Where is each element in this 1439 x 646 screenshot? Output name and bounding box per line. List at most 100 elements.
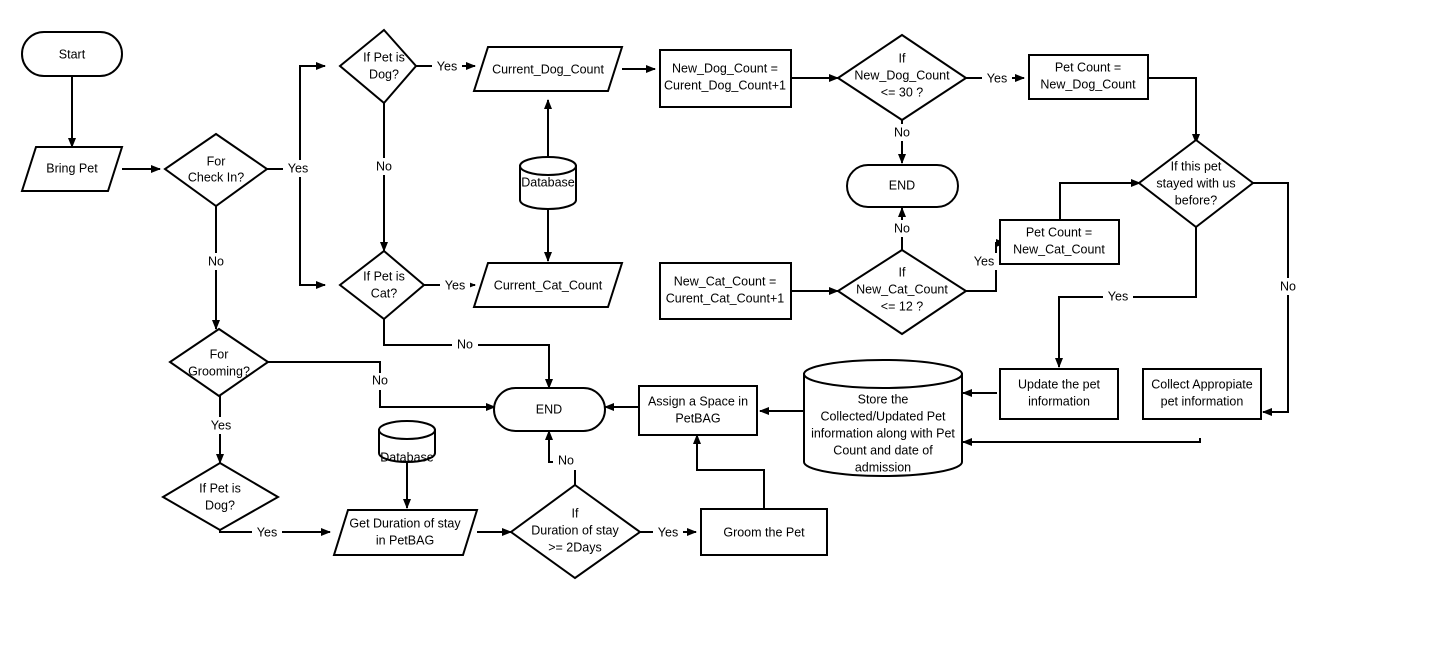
edge-label-grooming-no: No — [372, 373, 388, 387]
node-assign-space-label-1: Assign a Space in — [648, 394, 748, 408]
edge-groom-to-assign — [693, 434, 765, 509]
edge-label-newdog-no: No — [894, 125, 910, 139]
node-store-info-label-1: Store the — [858, 392, 909, 406]
node-end-top[interactable]: END — [846, 164, 959, 208]
node-pet-count-cat[interactable]: Pet Count = New_Cat_Count — [999, 219, 1120, 265]
node-for-grooming-label-1: For — [210, 347, 229, 361]
node-update-pet-info[interactable]: Update the pet information — [999, 368, 1119, 420]
node-new-dog-count-calc-label-1: New_Dog_Count = — [672, 61, 778, 75]
node-store-info[interactable]: Store the Collected/Updated Pet informat… — [803, 359, 963, 477]
node-database-top-label: Database — [521, 175, 575, 189]
node-pet-count-cat-label-2: New_Cat_Count — [1013, 242, 1105, 256]
node-collect-pet-info-label-1: Collect Appropiate — [1151, 377, 1253, 391]
node-new-cat-count-calc-label-1: New_Cat_Count = — [674, 274, 777, 288]
node-get-duration-label-2: in PetBAG — [376, 533, 434, 547]
edge-petcountdog-to-stayed — [1148, 77, 1200, 144]
node-if-new-cat-count-label-2: New_Cat_Count — [856, 282, 948, 296]
edge-label-checkin-yes: Yes — [288, 161, 308, 175]
node-update-pet-info-label-2: information — [1028, 394, 1090, 408]
edge-label-ifduration-no: No — [558, 453, 574, 467]
node-pet-count-dog[interactable]: Pet Count = New_Dog_Count — [1028, 54, 1149, 100]
node-pet-count-cat-label-1: Pet Count = — [1026, 225, 1092, 239]
node-if-pet-is-dog-top[interactable]: If Pet is Dog? — [338, 28, 418, 105]
node-if-duration-label-2: Duration of stay — [531, 523, 619, 537]
edge-collect-to-store — [962, 438, 1201, 446]
node-store-info-label-3: information along with Pet — [811, 426, 955, 440]
node-groom-pet-label: Groom the Pet — [723, 525, 805, 539]
node-start[interactable]: Start — [21, 31, 123, 77]
edge-label-dogtop-no: No — [376, 159, 392, 173]
edge-label-stayed-yes: Yes — [1108, 289, 1128, 303]
node-update-pet-info-label-1: Update the pet — [1018, 377, 1101, 391]
edge-label-grooming-yes: Yes — [211, 418, 231, 432]
node-for-check-in-label-1: For — [207, 154, 226, 168]
node-for-grooming-label-2: Grooming? — [188, 364, 250, 378]
node-end-middle[interactable]: END — [493, 387, 606, 432]
edge-label-stayed-no: No — [1280, 279, 1296, 293]
node-store-info-label-5: admission — [855, 460, 911, 474]
node-groom-pet[interactable]: Groom the Pet — [700, 508, 828, 556]
node-if-stayed-before-label-3: before? — [1175, 193, 1217, 207]
edge-stayed-no-to-collect — [1253, 182, 1289, 416]
node-for-check-in[interactable]: For Check In? — [163, 132, 269, 208]
node-if-stayed-before-label-1: If this pet — [1171, 159, 1222, 173]
node-if-new-dog-count-label-3: <= 30 ? — [881, 85, 923, 99]
node-collect-pet-info[interactable]: Collect Appropiate pet information — [1142, 368, 1262, 420]
node-database-top[interactable]: Database — [519, 156, 577, 210]
node-current-dog-count-label: Current_Dog_Count — [492, 62, 604, 76]
node-if-duration[interactable]: If Duration of stay >= 2Days — [509, 483, 642, 580]
node-if-pet-is-dog-bottom-label-2: Dog? — [205, 498, 235, 512]
node-if-stayed-before[interactable]: If this pet stayed with us before? — [1137, 138, 1255, 229]
node-get-duration[interactable]: Get Duration of stay in PetBAG — [332, 509, 479, 556]
node-store-info-label-4: Count and date of — [833, 443, 933, 457]
node-assign-space[interactable]: Assign a Space in PetBAG — [638, 385, 758, 436]
node-new-cat-count-calc-label-2: Curent_Cat_Count+1 — [666, 291, 785, 305]
node-if-new-cat-count[interactable]: If New_Cat_Count <= 12 ? — [836, 248, 968, 336]
node-end-middle-label: END — [536, 402, 562, 416]
node-if-new-dog-count[interactable]: If New_Dog_Count <= 30 ? — [836, 33, 968, 122]
edge-label-dogtop-yes: Yes — [437, 59, 457, 73]
edge-checkin-yes-to-dog — [299, 62, 326, 169]
edge-petcountcat-to-stayed — [1059, 179, 1141, 220]
edge-checkin-yes-to-cat — [299, 169, 326, 289]
node-if-pet-is-cat[interactable]: If Pet is Cat? — [338, 249, 426, 321]
node-bring-pet[interactable]: Bring Pet — [20, 146, 124, 192]
node-store-info-label-2: Collected/Updated Pet — [820, 409, 946, 423]
node-if-new-dog-count-label-2: New_Dog_Count — [854, 68, 950, 82]
node-assign-space-label-2: PetBAG — [675, 411, 720, 425]
node-if-pet-is-cat-label-2: Cat? — [371, 286, 397, 300]
node-if-new-cat-count-label-1: If — [899, 265, 906, 279]
node-if-duration-label-1: If — [572, 506, 579, 520]
node-if-pet-is-dog-bottom-label-1: If Pet is — [199, 481, 241, 495]
edge-label-cat-yes: Yes — [445, 278, 465, 292]
node-if-stayed-before-label-2: stayed with us — [1156, 176, 1235, 190]
node-get-duration-label-1: Get Duration of stay — [349, 516, 461, 530]
node-new-dog-count-calc-label-2: Curent_Dog_Count+1 — [664, 78, 786, 92]
node-if-duration-label-3: >= 2Days — [548, 540, 602, 554]
node-current-dog-count[interactable]: Current_Dog_Count — [472, 46, 624, 92]
node-bring-pet-label: Bring Pet — [46, 161, 98, 175]
node-for-check-in-label-2: Check In? — [188, 170, 244, 184]
edge-label-newcat-no: No — [894, 221, 910, 235]
node-if-pet-is-dog-bottom[interactable]: If Pet is Dog? — [161, 461, 280, 532]
node-pet-count-dog-label-2: New_Dog_Count — [1040, 77, 1136, 91]
node-end-top-label: END — [889, 178, 915, 192]
node-database-bottom-label: Database — [380, 450, 434, 464]
edge-label-dogbottom-yes: Yes — [257, 525, 277, 539]
node-for-grooming[interactable]: For Grooming? — [168, 327, 270, 398]
node-current-cat-count[interactable]: Current_Cat_Count — [472, 262, 624, 308]
edge-label-newdog-yes: Yes — [987, 71, 1007, 85]
node-pet-count-dog-label-1: Pet Count = — [1055, 60, 1121, 74]
node-if-new-dog-count-label-1: If — [899, 51, 906, 65]
node-new-cat-count-calc[interactable]: New_Cat_Count = Curent_Cat_Count+1 — [659, 262, 792, 320]
node-if-pet-is-dog-top-label-1: If Pet is — [363, 50, 405, 64]
edge-label-group: Yes No Yes No Yes No Yes No Yes No Yes N… — [203, 58, 1301, 541]
node-database-bottom[interactable]: Database — [378, 420, 436, 464]
node-start-label: Start — [59, 47, 86, 61]
node-collect-pet-info-label-2: pet information — [1161, 394, 1244, 408]
edge-label-checkin-no: No — [208, 254, 224, 268]
node-if-pet-is-dog-top-label-2: Dog? — [369, 67, 399, 81]
edge-label-cat-no: No — [457, 337, 473, 351]
node-if-pet-is-cat-label-1: If Pet is — [363, 269, 405, 283]
node-new-dog-count-calc[interactable]: New_Dog_Count = Curent_Dog_Count+1 — [659, 49, 792, 108]
